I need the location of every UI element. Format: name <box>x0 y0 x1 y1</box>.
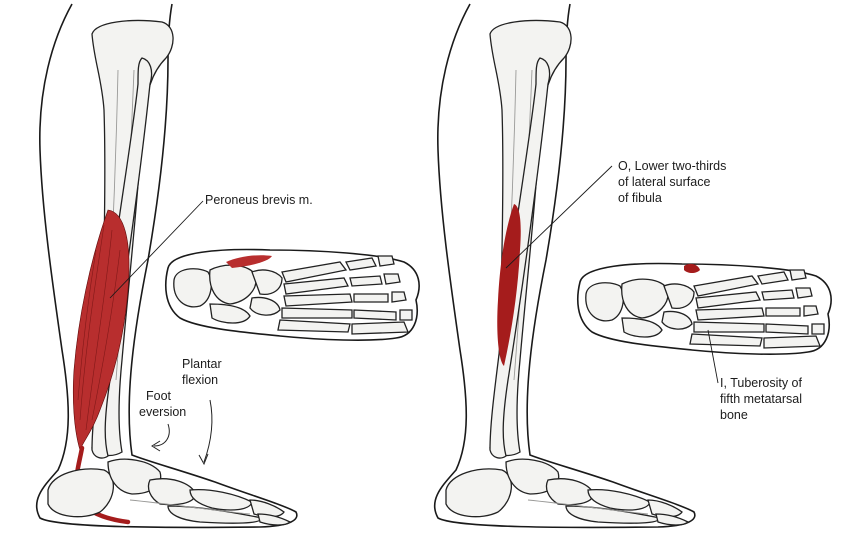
left-leg-figure <box>35 3 298 529</box>
insertion-tuberosity-mark <box>684 263 700 273</box>
right-foot-dorsal-figure <box>577 262 832 355</box>
left-foot-insertion-mark <box>226 255 272 268</box>
insertion-label-line-3: bone <box>720 408 748 422</box>
insertion-label-line-2: fifth metatarsal <box>720 392 802 406</box>
right-leg-figure <box>433 3 696 529</box>
left-foot-bones <box>47 458 292 526</box>
origin-label-line-3: of fibula <box>618 191 662 205</box>
peroneus-brevis-label: Peroneus brevis m. <box>205 193 313 207</box>
plantar-label-line-1: Plantar <box>182 357 222 371</box>
eversion-label-line-2: eversion <box>139 405 186 419</box>
left-foot-dorsal-figure <box>165 248 420 341</box>
origin-label-line-1: O, Lower two-thirds <box>618 159 726 173</box>
eversion-label-line-1: Foot <box>146 389 172 403</box>
right-foot-bones <box>445 458 690 526</box>
insertion-label-line-1: I, Tuberosity of <box>720 376 803 390</box>
foot-eversion-arrow <box>153 423 170 447</box>
insertion-leader <box>707 329 719 384</box>
peroneus-brevis-muscle <box>72 209 130 451</box>
origin-label-line-2: of lateral surface <box>618 175 710 189</box>
plantar-flexion-arrow <box>203 399 213 463</box>
origin-leader <box>505 165 613 269</box>
peroneus-brevis-leader <box>109 200 204 299</box>
origin-area-fibula <box>497 204 521 366</box>
plantar-label-line-2: flexion <box>182 373 218 387</box>
